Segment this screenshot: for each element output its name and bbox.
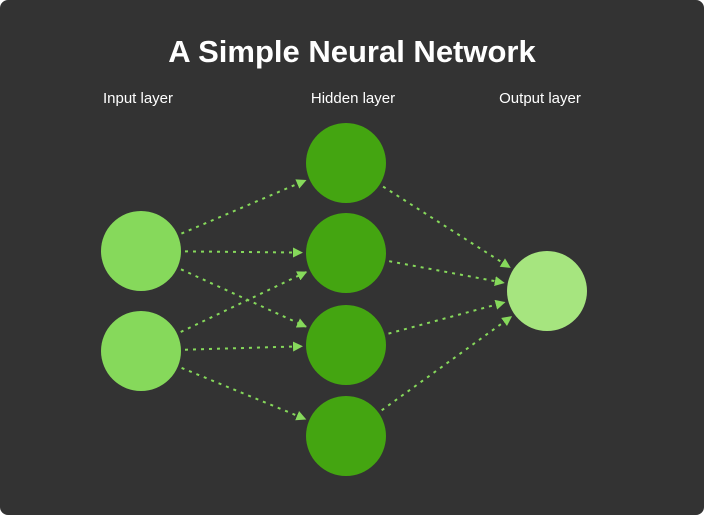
hidden-2-node	[306, 213, 386, 293]
connection-hidden-3-to-output-1	[388, 299, 506, 335]
hidden-layer-label: Hidden layer	[310, 90, 396, 107]
connection-input-1-to-hidden-1	[181, 179, 307, 235]
connection-input-1-to-hidden-2	[184, 247, 303, 258]
diagram-title: A Simple Neural Network	[168, 34, 536, 69]
hidden-1-node	[306, 123, 386, 203]
nodes-group	[101, 123, 587, 476]
connection-input-2-to-hidden-3	[184, 341, 303, 352]
connection-input-2-to-hidden-2	[180, 271, 308, 333]
input-layer-label: Input layer	[102, 90, 174, 107]
connection-input-2-to-hidden-4	[181, 366, 307, 421]
connection-hidden-4-to-output-1	[381, 315, 513, 412]
connection-input-1-to-hidden-3	[180, 268, 307, 328]
input-1-node	[101, 211, 181, 291]
connection-hidden-1-to-output-1	[382, 185, 511, 269]
connections-group	[180, 179, 513, 421]
output-layer-label: Output layer	[499, 90, 581, 107]
input-2-node	[101, 311, 181, 391]
output-1-node	[507, 251, 587, 331]
connection-hidden-2-to-output-1	[389, 260, 505, 287]
hidden-3-node	[306, 305, 386, 385]
hidden-4-node	[306, 396, 386, 476]
